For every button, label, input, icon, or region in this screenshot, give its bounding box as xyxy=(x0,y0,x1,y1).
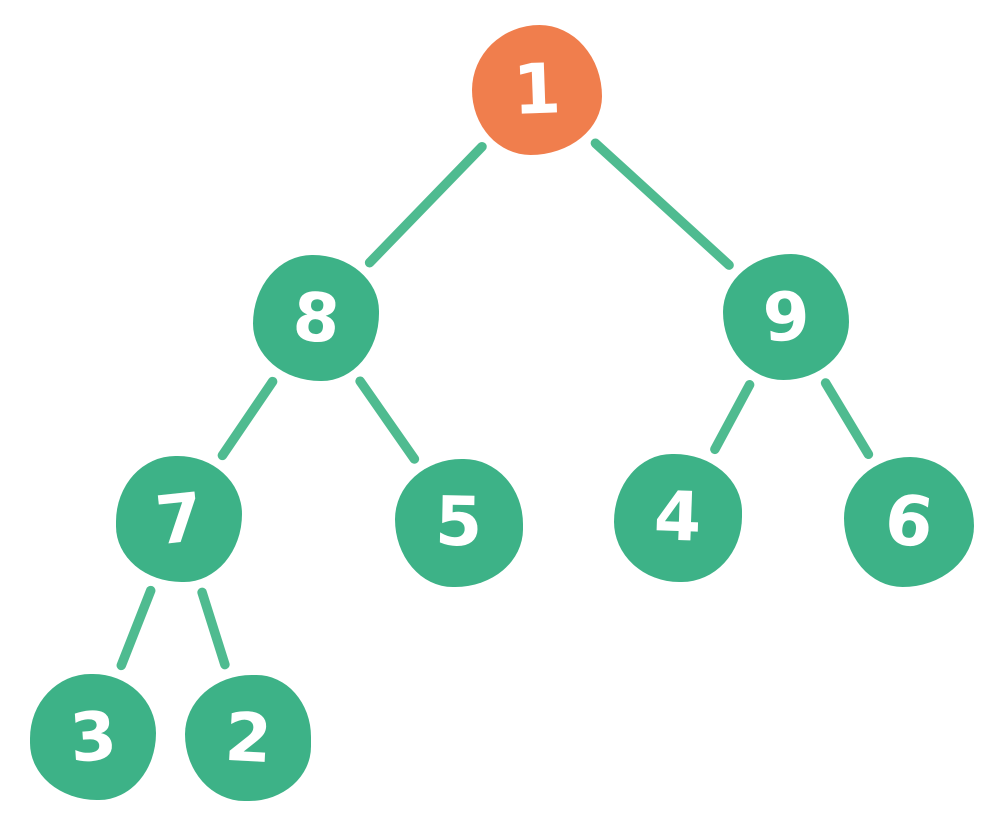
tree-node-label: 7 xyxy=(151,477,207,560)
tree-edge-1-8 xyxy=(364,141,487,268)
tree-node-1: 1 xyxy=(472,25,602,155)
tree-edge-7-2 xyxy=(197,587,230,670)
tree-node-label: 6 xyxy=(880,478,938,565)
tree-node-3: 3 xyxy=(30,674,156,800)
tree-edge-1-9 xyxy=(590,138,734,270)
tree-node-label: 5 xyxy=(434,482,484,563)
tree-node-label: 2 xyxy=(222,697,274,778)
tree-edge-9-4 xyxy=(710,380,755,455)
tree-edge-8-7 xyxy=(217,376,278,461)
tree-node-6: 6 xyxy=(844,457,974,587)
tree-node-label: 4 xyxy=(652,477,704,558)
tree-node-2: 2 xyxy=(185,675,311,801)
tree-edge-9-6 xyxy=(820,378,874,460)
tree-node-8: 8 xyxy=(253,255,379,381)
tree-node-label: 8 xyxy=(290,276,343,359)
tree-node-label: 1 xyxy=(511,48,563,131)
tree-node-4: 4 xyxy=(614,454,742,582)
tree-node-7: 7 xyxy=(116,456,242,582)
tree-node-5: 5 xyxy=(395,459,523,587)
tree-node-9: 9 xyxy=(723,254,849,380)
tree-node-label: 3 xyxy=(66,695,119,778)
tree-edge-8-5 xyxy=(355,376,420,464)
tree-edge-7-3 xyxy=(116,585,156,671)
tree-node-label: 9 xyxy=(760,276,812,357)
